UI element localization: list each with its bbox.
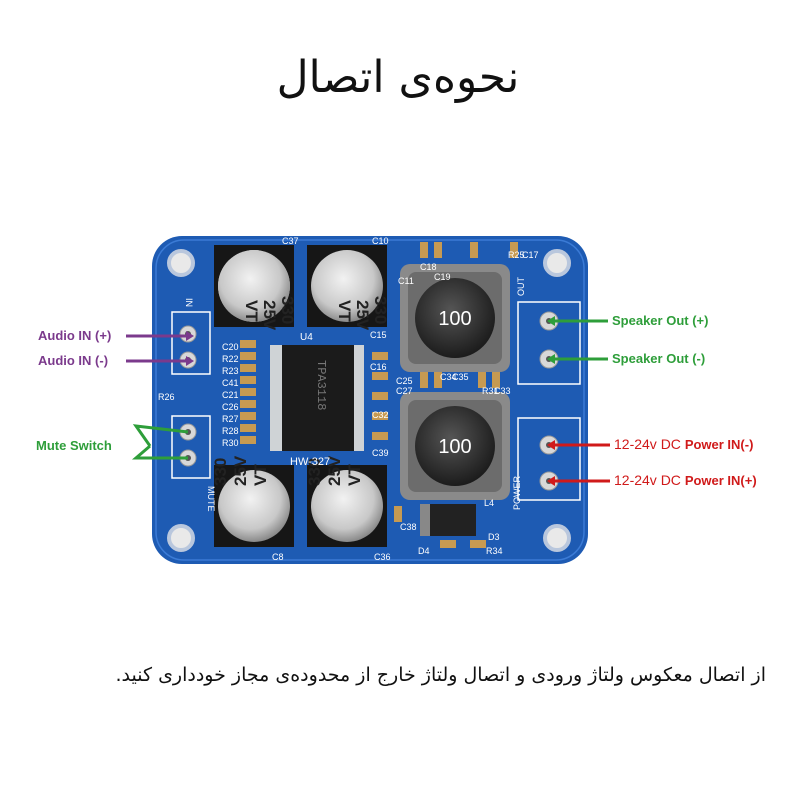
power-in-pos-text: Power IN(+) [684, 473, 757, 488]
silk-label: C26 [222, 402, 239, 412]
silk-label: C10 [372, 236, 389, 246]
silk-label: R31 [482, 386, 499, 396]
capacitor-c37 [214, 245, 294, 327]
silk-label: C19 [434, 272, 451, 282]
terminal-block-left [171, 301, 581, 501]
silk-label: C27 [396, 386, 413, 396]
mute-switch-label: Mute Switch [36, 438, 112, 453]
capacitor-c8 [214, 465, 294, 547]
arrow-heads [186, 316, 555, 486]
silk-label: IN [184, 298, 194, 307]
silk-label: R30 [222, 438, 239, 448]
cap-series-text: VT [345, 464, 364, 486]
inductor-bottom [400, 392, 510, 500]
silk-label: C33 [494, 386, 511, 396]
cap-voltage-text: 25V [260, 300, 279, 331]
silk-label: C16 [370, 362, 387, 372]
inductor-top [400, 264, 510, 372]
silk-label: R28 [222, 426, 239, 436]
cap-voltage-text: 25V [231, 455, 250, 486]
amplifier-chip: TPA3118 [270, 345, 364, 451]
silk-label: C17 [522, 250, 539, 260]
cap-voltage-text: 25V [325, 455, 344, 486]
silk-label: C34 [440, 372, 457, 382]
inductor-value-text: 100 [438, 308, 471, 330]
silk-label: C21 [222, 390, 239, 400]
power-in-pos-label: 12-24v DC Power IN(+) [614, 472, 757, 488]
silk-label: R25 [508, 250, 525, 260]
silk-label: C25 [396, 376, 413, 386]
cap-series-text: VT [335, 300, 354, 322]
capacitor-c10 [307, 245, 387, 327]
cap-value-text: 330 [371, 296, 390, 324]
diode [420, 504, 476, 536]
silk-label: C39 [372, 448, 389, 458]
silk-label: R27 [222, 414, 239, 424]
audio-in-pos-label: Audio IN (+) [38, 328, 112, 343]
silk-label: C15 [370, 330, 387, 340]
chip-text: TPA3118 [314, 360, 328, 410]
connector-lines [126, 319, 610, 483]
power-in-neg-label: 12-24v DC Power IN(-) [614, 436, 753, 452]
silk-label: D4 [418, 546, 430, 556]
silk-label: R22 [222, 354, 239, 364]
silk-label: D3 [488, 532, 500, 542]
mounting-holes [167, 249, 571, 552]
power-range-text: 12-24v DC [614, 472, 681, 488]
smd-components [240, 242, 518, 548]
silk-label: C36 [374, 552, 391, 562]
audio-in-neg-label: Audio IN (-) [38, 353, 109, 368]
silk-label: POWER [512, 475, 522, 510]
speaker-out-neg-label: Speaker Out (-) [612, 351, 706, 366]
silk-label: C35 [452, 372, 469, 382]
cap-series-text: VT [242, 300, 261, 322]
cap-value-text: 330 [211, 458, 230, 486]
warning-note: از اتصال معکوس ولتاژ ورودی و اتصال ولتاژ… [115, 664, 767, 686]
chip-ref-text: U4 [300, 332, 313, 343]
board-model-text: HW-327 [290, 456, 330, 468]
silk-label: C41 [222, 378, 239, 388]
cap-voltage-text: 25V [353, 300, 372, 331]
speaker-out-pos-label: Speaker Out (+) [612, 313, 709, 328]
silk-label: L4 [484, 498, 494, 508]
silkscreen: C37 C10 C18 C19 R25 C17 C11 C20 R22 R23 … [158, 236, 539, 562]
capacitor-c36 [307, 465, 387, 547]
power-in-neg-text: Power IN(-) [684, 437, 754, 452]
silk-label: MUTE [206, 486, 216, 512]
cap-value-text: 330 [305, 458, 324, 486]
silk-label: C11 [398, 276, 414, 286]
silk-label: C37 [282, 236, 299, 246]
silk-label: C32 [372, 410, 389, 420]
silk-label: R23 [222, 366, 239, 376]
cap-value-text: 330 [278, 296, 297, 324]
silk-label: C8 [272, 552, 284, 562]
silk-label: C18 [420, 262, 437, 272]
silk-label: R26 [158, 392, 175, 402]
silk-label: C38 [400, 522, 417, 532]
silk-label: R34 [486, 546, 503, 556]
power-range-text: 12-24v DC [614, 436, 681, 452]
silk-label: C20 [222, 342, 239, 352]
inductor-value-text: 100 [438, 436, 471, 458]
cap-series-text: VT [251, 464, 270, 486]
silk-label: OUT [516, 277, 526, 297]
page-title: نحوه‌ی اتصال [276, 52, 520, 103]
